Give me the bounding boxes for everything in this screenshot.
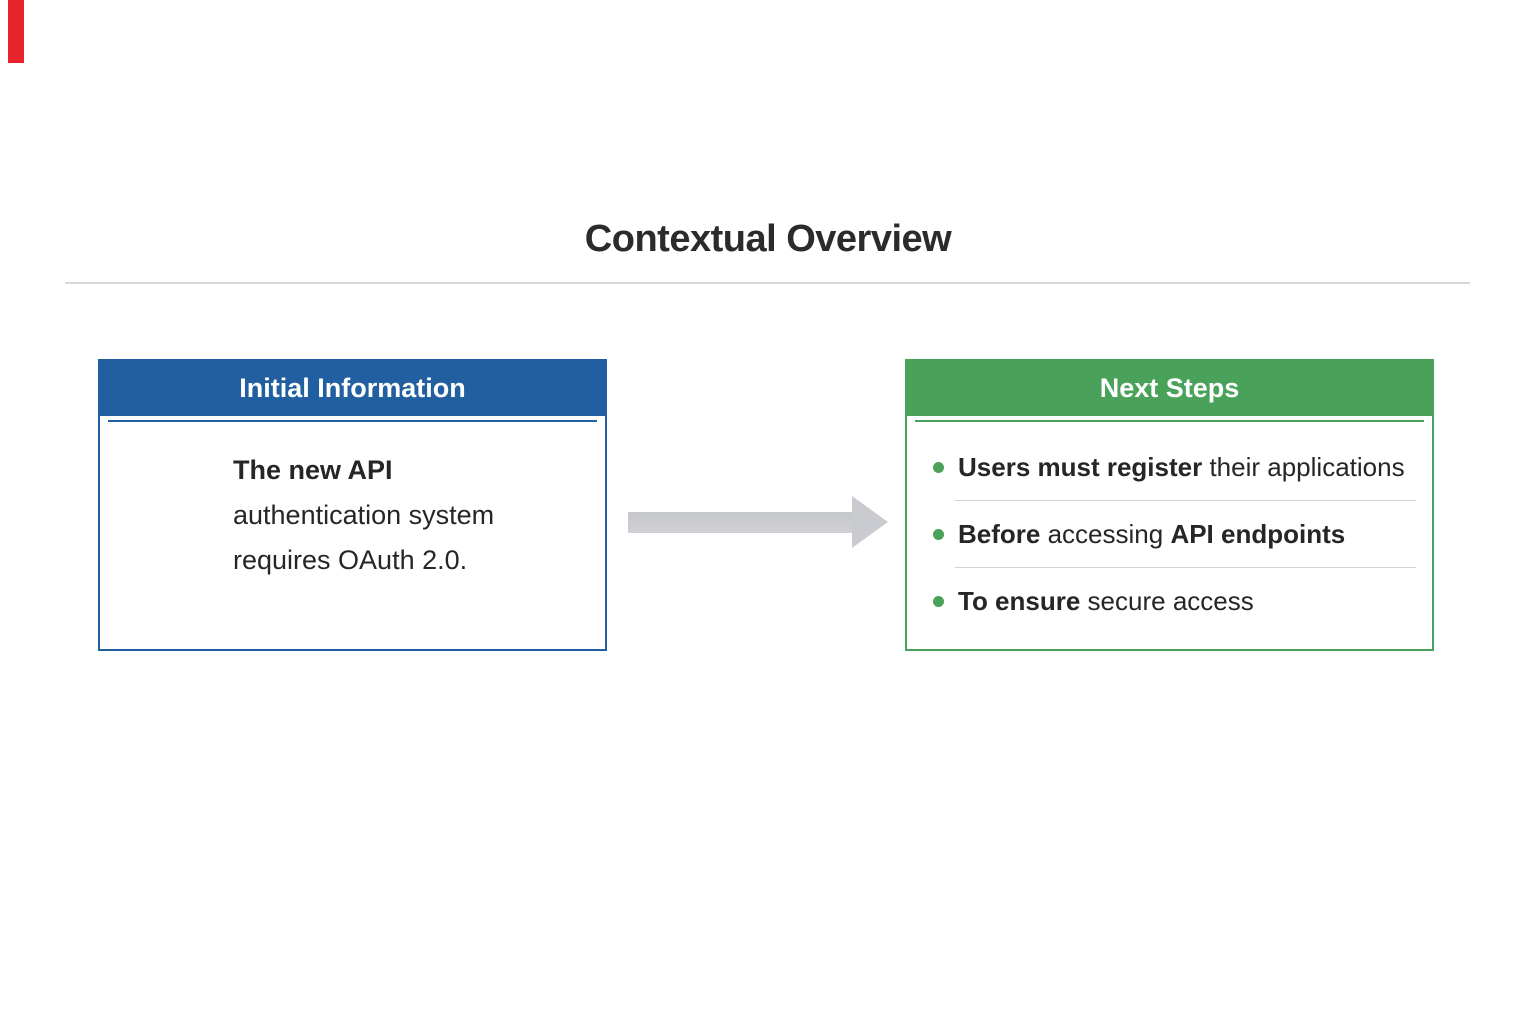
list-separator (955, 500, 1416, 501)
list-item: Users must register their applications (907, 434, 1432, 500)
list-item: Before accessing API endpoints (907, 501, 1432, 567)
list-item-text: To ensure secure access (958, 585, 1254, 616)
header-underline (915, 420, 1424, 422)
title-divider-line (65, 282, 1470, 284)
next-steps-header: Next Steps (907, 361, 1432, 416)
red-accent-bar (8, 0, 24, 63)
list-item-text: Before accessing API endpoints (958, 518, 1346, 549)
initial-information-header: Initial Information (100, 361, 605, 416)
list-item: To ensure secure access (907, 568, 1432, 634)
bullet-dot-icon (933, 461, 944, 473)
right-arrow-head-icon (852, 496, 888, 548)
initial-information-body: The new API authentication system requir… (233, 455, 495, 575)
list-separator (955, 567, 1416, 568)
bullet-dot-icon (933, 528, 944, 540)
next-steps-list: Users must register their applications B… (907, 434, 1432, 634)
page-title: Contextual Overview (584, 218, 952, 260)
bullet-dot-icon (933, 595, 944, 607)
initial-information-card: Initial Information The new API authenti… (98, 359, 607, 651)
list-item-text: Users must register their applications (958, 451, 1405, 482)
header-underline (108, 420, 597, 422)
right-arrow-icon (628, 512, 854, 533)
next-steps-card: Next Steps Users must register their app… (905, 359, 1434, 651)
